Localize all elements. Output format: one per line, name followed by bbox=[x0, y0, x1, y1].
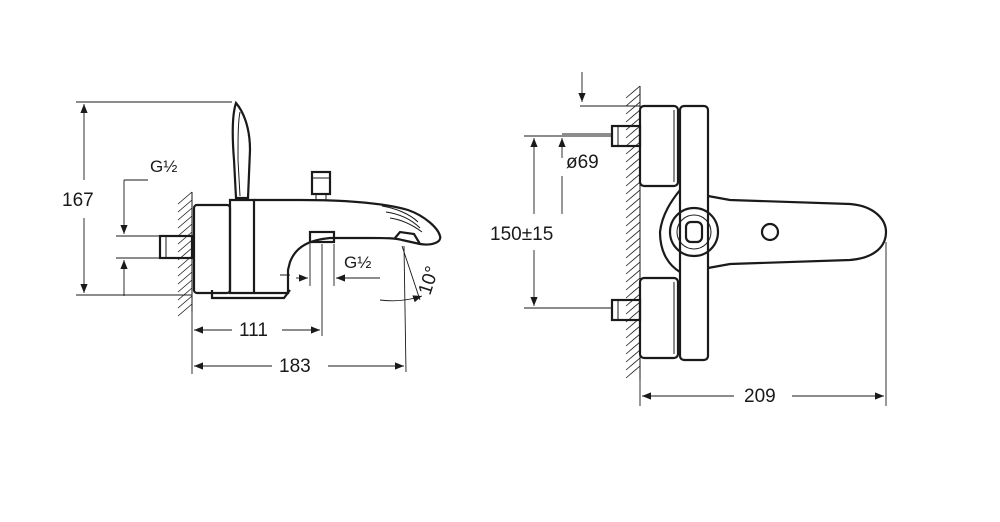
wall-hatch-line bbox=[625, 277, 641, 291]
wall-hatch-line bbox=[177, 215, 193, 229]
mixer-body-front bbox=[658, 104, 888, 362]
mixer-body-side bbox=[192, 100, 442, 300]
wall-hatch-line bbox=[625, 325, 641, 339]
wall-hatch-line bbox=[625, 261, 641, 275]
wall-hatch-line bbox=[625, 85, 641, 99]
wall-hatch-line bbox=[177, 199, 193, 213]
wall-hatch-line bbox=[177, 191, 193, 205]
wall-hatch-line bbox=[625, 101, 641, 115]
dim-label-height: 167 bbox=[62, 190, 94, 211]
wall-hatch-line bbox=[625, 93, 641, 107]
wall-hatch-line bbox=[625, 133, 641, 147]
dim-rosette-diameter: ø69 bbox=[558, 133, 612, 214]
wall-hatch-line bbox=[625, 141, 641, 155]
wall-hatch-line bbox=[177, 231, 193, 245]
wall-hatch-line bbox=[625, 189, 641, 203]
angle-label: 10° bbox=[415, 264, 444, 298]
wall-hatch-line bbox=[625, 109, 641, 123]
wall-hatch-line bbox=[625, 349, 641, 363]
wall-hatch-line bbox=[625, 245, 641, 259]
wall-hatch-line bbox=[177, 223, 193, 237]
wall-hatch-line bbox=[625, 237, 641, 251]
dim-label-183: 183 bbox=[279, 356, 311, 377]
wall-hatch-line bbox=[625, 357, 641, 371]
wall-hatch-line bbox=[177, 295, 193, 309]
wall-hatch-line bbox=[177, 239, 193, 253]
dim-150: 150±15 bbox=[490, 135, 612, 309]
wall-hatch-line bbox=[625, 333, 641, 347]
wall-hatch-line bbox=[625, 205, 641, 219]
wall-hatch-line bbox=[625, 173, 641, 187]
wall-hatch-line bbox=[177, 287, 193, 301]
front-view: ø69 150±15 209 bbox=[490, 72, 888, 407]
wall-hatch-line bbox=[625, 221, 641, 235]
dim-label-150: 150±15 bbox=[490, 224, 553, 245]
wall-hatch-line bbox=[625, 365, 641, 379]
inlet-thread-label: G½ bbox=[150, 157, 177, 176]
inlet-connector-top bbox=[610, 124, 642, 148]
dim-label-111: 111 bbox=[239, 320, 268, 341]
dim-inlet-thread: G½ bbox=[116, 157, 177, 296]
wall-hatch-line bbox=[625, 197, 641, 211]
wall-hatch-line bbox=[625, 181, 641, 195]
wall-hatch-line bbox=[625, 269, 641, 283]
wall-hatch-line bbox=[625, 125, 641, 139]
wall-right bbox=[625, 85, 641, 380]
wall-hatch-line bbox=[177, 263, 193, 277]
dim-label-209: 209 bbox=[744, 386, 776, 407]
inlet-connector-side bbox=[158, 234, 194, 260]
wall-hatch-line bbox=[625, 117, 641, 131]
dim-top-offset bbox=[578, 72, 640, 107]
dim-209: 209 bbox=[639, 242, 887, 407]
wall-hatch-line bbox=[625, 213, 641, 227]
dim-angle: 10° bbox=[379, 245, 444, 373]
wall-left bbox=[177, 191, 193, 317]
dim-183: 183 bbox=[194, 356, 404, 377]
wall-hatch-line bbox=[625, 253, 641, 267]
wall-hatch-line bbox=[625, 149, 641, 163]
wall-hatch-line bbox=[625, 157, 641, 171]
wall-hatch-line bbox=[625, 341, 641, 355]
inlet-connector-bottom bbox=[610, 298, 642, 322]
rosette-bottom bbox=[638, 276, 680, 360]
outlet-thread-label: G½ bbox=[344, 253, 371, 272]
wall-hatch-line bbox=[625, 285, 641, 299]
wall-hatch-line bbox=[625, 165, 641, 179]
wall-hatch-line bbox=[177, 279, 193, 293]
wall-hatch-line bbox=[625, 301, 641, 315]
wall-hatch-line bbox=[177, 207, 193, 221]
rosette-top bbox=[638, 104, 680, 188]
wall-hatch-line bbox=[625, 229, 641, 243]
dim-outlet-thread: G½ bbox=[296, 244, 380, 286]
rosette-diameter-label: ø69 bbox=[566, 152, 599, 173]
dim-111: 111 bbox=[191, 244, 323, 374]
wall-hatch-line bbox=[177, 303, 193, 317]
side-view: 167 G½ G½ 10° bbox=[62, 100, 444, 377]
dim-167: 167 bbox=[62, 101, 232, 296]
wall-hatch-line bbox=[177, 271, 193, 285]
